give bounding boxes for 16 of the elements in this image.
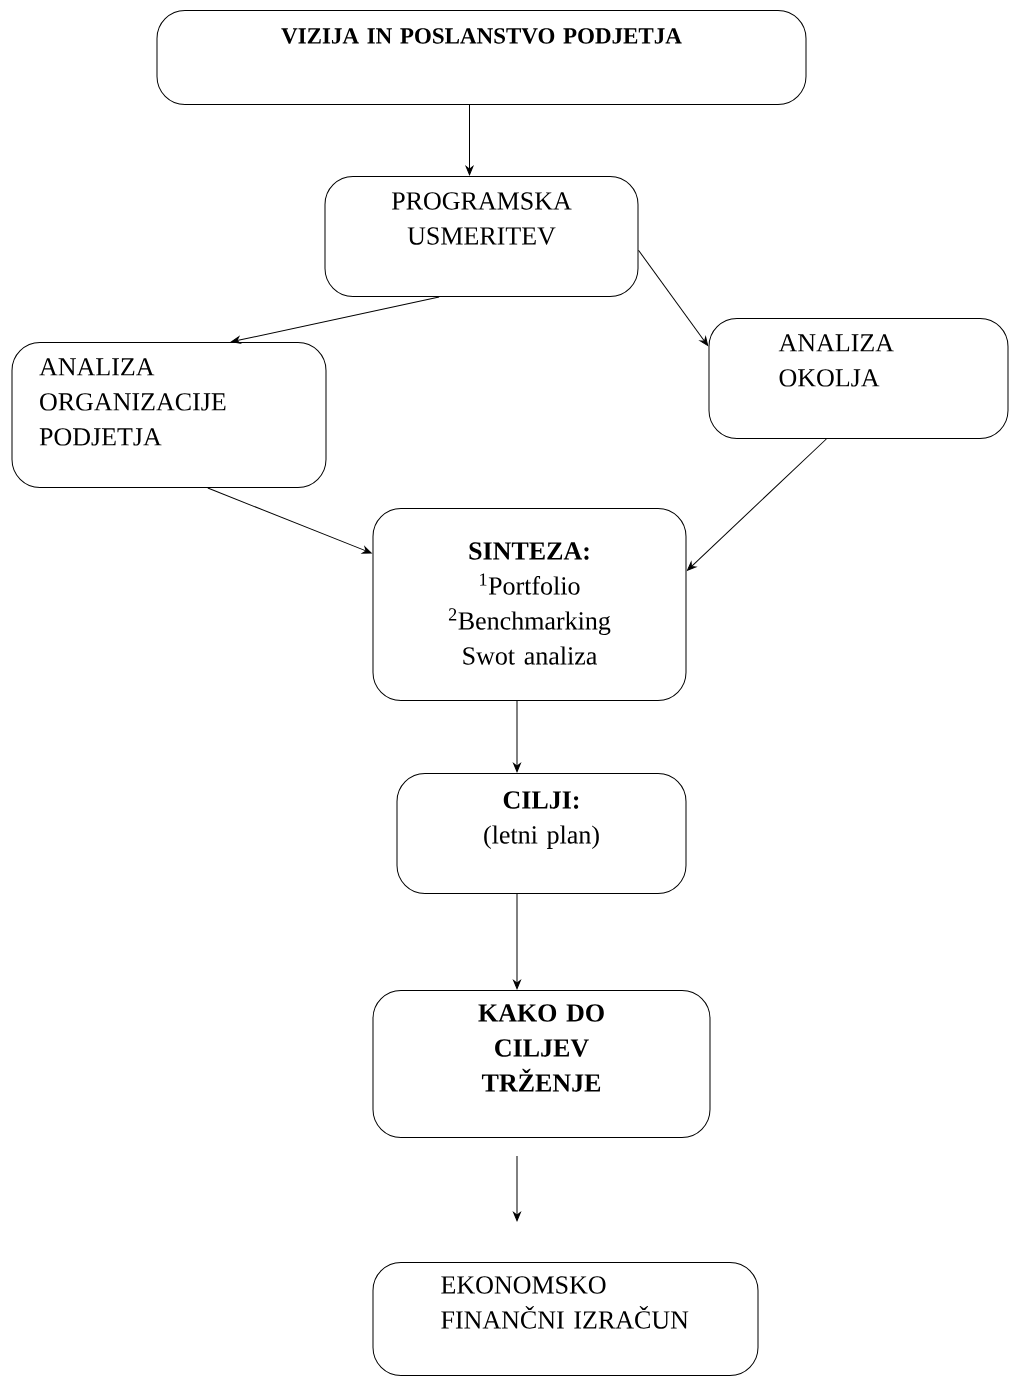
- arrow: [513, 1155, 521, 1222]
- process-box: VIZIJA IN POSLANSTVO PODJETJA: [156, 10, 807, 105]
- process-box: EKONOMSKO FINANČNI IZRAČUN: [372, 1262, 759, 1376]
- arrow: [465, 104, 474, 176]
- process-box: KAKO DO CILJEV TRŽENJE: [372, 990, 711, 1138]
- process-box: ANALIZA ORGANIZACIJE PODJETJA: [11, 342, 327, 488]
- arrow: [686, 438, 827, 571]
- arrow: [207, 487, 372, 554]
- process-box: SINTEZA: $^{1}$Portfolio $^{2}$Benchmarking Swot analiza: [372, 508, 687, 701]
- arrow: [513, 700, 521, 773]
- arrow: [231, 296, 440, 344]
- process-box: ANALIZA OKOLJA: [708, 318, 1009, 439]
- process-box: CILJI: (letni plan): [396, 773, 687, 894]
- process-box: PROGRAMSKA USMERITEV: [324, 176, 639, 297]
- arrow: [513, 893, 521, 990]
- arrow: [638, 249, 709, 347]
